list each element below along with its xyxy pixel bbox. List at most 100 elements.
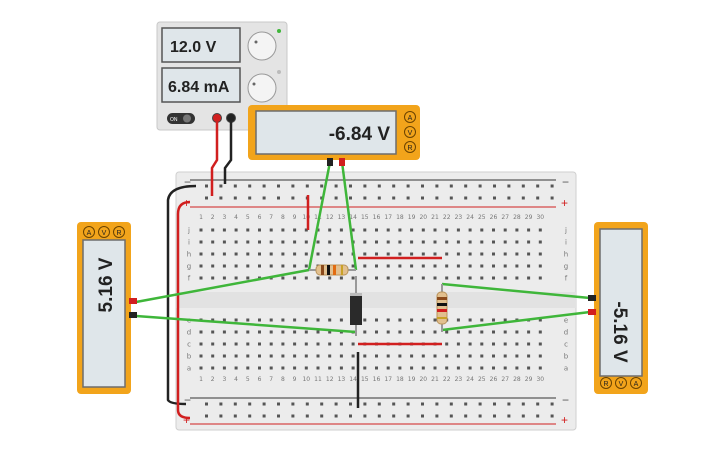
- terminal-hole[interactable]: [456, 240, 460, 244]
- terminal-hole[interactable]: [480, 342, 484, 346]
- terminal-hole[interactable]: [410, 330, 414, 334]
- rail-hole[interactable]: [464, 196, 468, 200]
- terminal-hole[interactable]: [492, 330, 495, 334]
- terminal-hole[interactable]: [456, 330, 460, 334]
- probe-socket-com[interactable]: [327, 158, 333, 166]
- terminal-hole[interactable]: [503, 264, 507, 268]
- terminal-hole[interactable]: [211, 264, 215, 268]
- terminal-hole[interactable]: [480, 228, 484, 232]
- rail-hole[interactable]: [377, 184, 381, 188]
- rail-hole[interactable]: [536, 414, 540, 418]
- terminal-hole[interactable]: [258, 252, 261, 256]
- rail-hole[interactable]: [320, 184, 324, 188]
- terminal-hole[interactable]: [421, 276, 425, 280]
- terminal-hole[interactable]: [351, 342, 355, 346]
- terminal-hole[interactable]: [398, 252, 402, 256]
- breadboard[interactable]: 1234567891011121314151617181920212223242…: [175, 171, 577, 431]
- terminal-hole[interactable]: [304, 330, 308, 334]
- terminal-hole[interactable]: [398, 240, 402, 244]
- terminal-hole[interactable]: [363, 228, 367, 232]
- terminal-hole[interactable]: [246, 330, 250, 334]
- terminal-hole[interactable]: [445, 354, 449, 358]
- rail-hole[interactable]: [320, 402, 324, 406]
- terminal-hole[interactable]: [492, 240, 495, 244]
- rail-hole[interactable]: [291, 414, 295, 418]
- terminal-hole[interactable]: [269, 318, 273, 322]
- terminal-hole[interactable]: [316, 342, 320, 346]
- terminal-hole[interactable]: [480, 264, 484, 268]
- terminal-hole[interactable]: [433, 318, 437, 322]
- terminal-hole[interactable]: [515, 264, 519, 268]
- terminal-hole[interactable]: [258, 228, 261, 232]
- terminal-hole[interactable]: [281, 276, 285, 280]
- terminal-hole[interactable]: [316, 354, 320, 358]
- terminal-hole[interactable]: [281, 252, 285, 256]
- rail-hole[interactable]: [277, 196, 280, 200]
- terminal-hole[interactable]: [328, 228, 332, 232]
- right-meter-probe-bottom[interactable]: [441, 310, 591, 332]
- rail-hole[interactable]: [205, 402, 208, 406]
- terminal-hole[interactable]: [293, 276, 297, 280]
- mode-ammeter-button[interactable]: [404, 111, 416, 123]
- rail-hole[interactable]: [363, 184, 367, 188]
- terminal-hole[interactable]: [328, 252, 332, 256]
- right-mode-ohmmeter-button[interactable]: [600, 377, 612, 389]
- terminal-hole[interactable]: [421, 252, 425, 256]
- terminal-hole[interactable]: [445, 330, 449, 334]
- terminal-hole[interactable]: [515, 366, 519, 370]
- rail-hole[interactable]: [305, 184, 309, 188]
- rail-hole[interactable]: [363, 414, 367, 418]
- terminal-hole[interactable]: [304, 240, 308, 244]
- terminal-hole[interactable]: [339, 354, 343, 358]
- terminal-hole[interactable]: [527, 228, 531, 232]
- terminal-hole[interactable]: [211, 318, 215, 322]
- terminal-hole[interactable]: [538, 342, 542, 346]
- right-mode-ammeter-button[interactable]: [630, 377, 642, 389]
- terminal-hole[interactable]: [316, 276, 320, 280]
- terminal-hole[interactable]: [492, 366, 495, 370]
- terminal-hole[interactable]: [527, 252, 531, 256]
- left-mode-ammeter-button[interactable]: [83, 226, 95, 238]
- rail-hole[interactable]: [493, 402, 496, 406]
- rail-hole[interactable]: [262, 184, 266, 188]
- terminal-hole[interactable]: [468, 318, 472, 322]
- terminal-hole[interactable]: [269, 366, 273, 370]
- terminal-hole[interactable]: [386, 264, 390, 268]
- rail-hole[interactable]: [233, 196, 237, 200]
- terminal-hole[interactable]: [456, 354, 460, 358]
- rail-hole[interactable]: [334, 402, 338, 406]
- rail-hole[interactable]: [507, 414, 511, 418]
- left-meter-probe-top[interactable]: [135, 268, 310, 304]
- terminal-hole[interactable]: [386, 276, 390, 280]
- terminal-hole[interactable]: [363, 264, 367, 268]
- terminal-hole[interactable]: [386, 354, 390, 358]
- rail-hole[interactable]: [205, 414, 208, 418]
- terminal-hole[interactable]: [269, 330, 273, 334]
- terminal-hole[interactable]: [351, 276, 355, 280]
- terminal-hole[interactable]: [433, 354, 437, 358]
- rail-hole[interactable]: [291, 402, 295, 406]
- current-knob[interactable]: [247, 73, 277, 103]
- terminal-hole[interactable]: [199, 366, 203, 370]
- rail-hole[interactable]: [277, 184, 280, 188]
- terminal-hole[interactable]: [281, 318, 285, 322]
- terminal-hole[interactable]: [281, 228, 285, 232]
- terminal-hole[interactable]: [222, 240, 226, 244]
- rail-hole[interactable]: [493, 414, 496, 418]
- rail-hole[interactable]: [478, 414, 482, 418]
- positive-terminal[interactable]: [212, 113, 222, 123]
- terminal-hole[interactable]: [515, 354, 519, 358]
- rail-hole[interactable]: [392, 184, 396, 188]
- terminal-hole[interactable]: [410, 252, 414, 256]
- rail-hole[interactable]: [320, 196, 324, 200]
- terminal-hole[interactable]: [234, 276, 238, 280]
- terminal-hole[interactable]: [538, 252, 542, 256]
- terminal-hole[interactable]: [398, 264, 402, 268]
- right-mode-voltmeter-button[interactable]: [615, 377, 627, 389]
- terminal-hole[interactable]: [222, 228, 226, 232]
- rail-hole[interactable]: [248, 196, 252, 200]
- terminal-hole[interactable]: [410, 264, 414, 268]
- terminal-hole[interactable]: [398, 366, 402, 370]
- terminal-hole[interactable]: [246, 252, 250, 256]
- terminal-hole[interactable]: [375, 366, 378, 370]
